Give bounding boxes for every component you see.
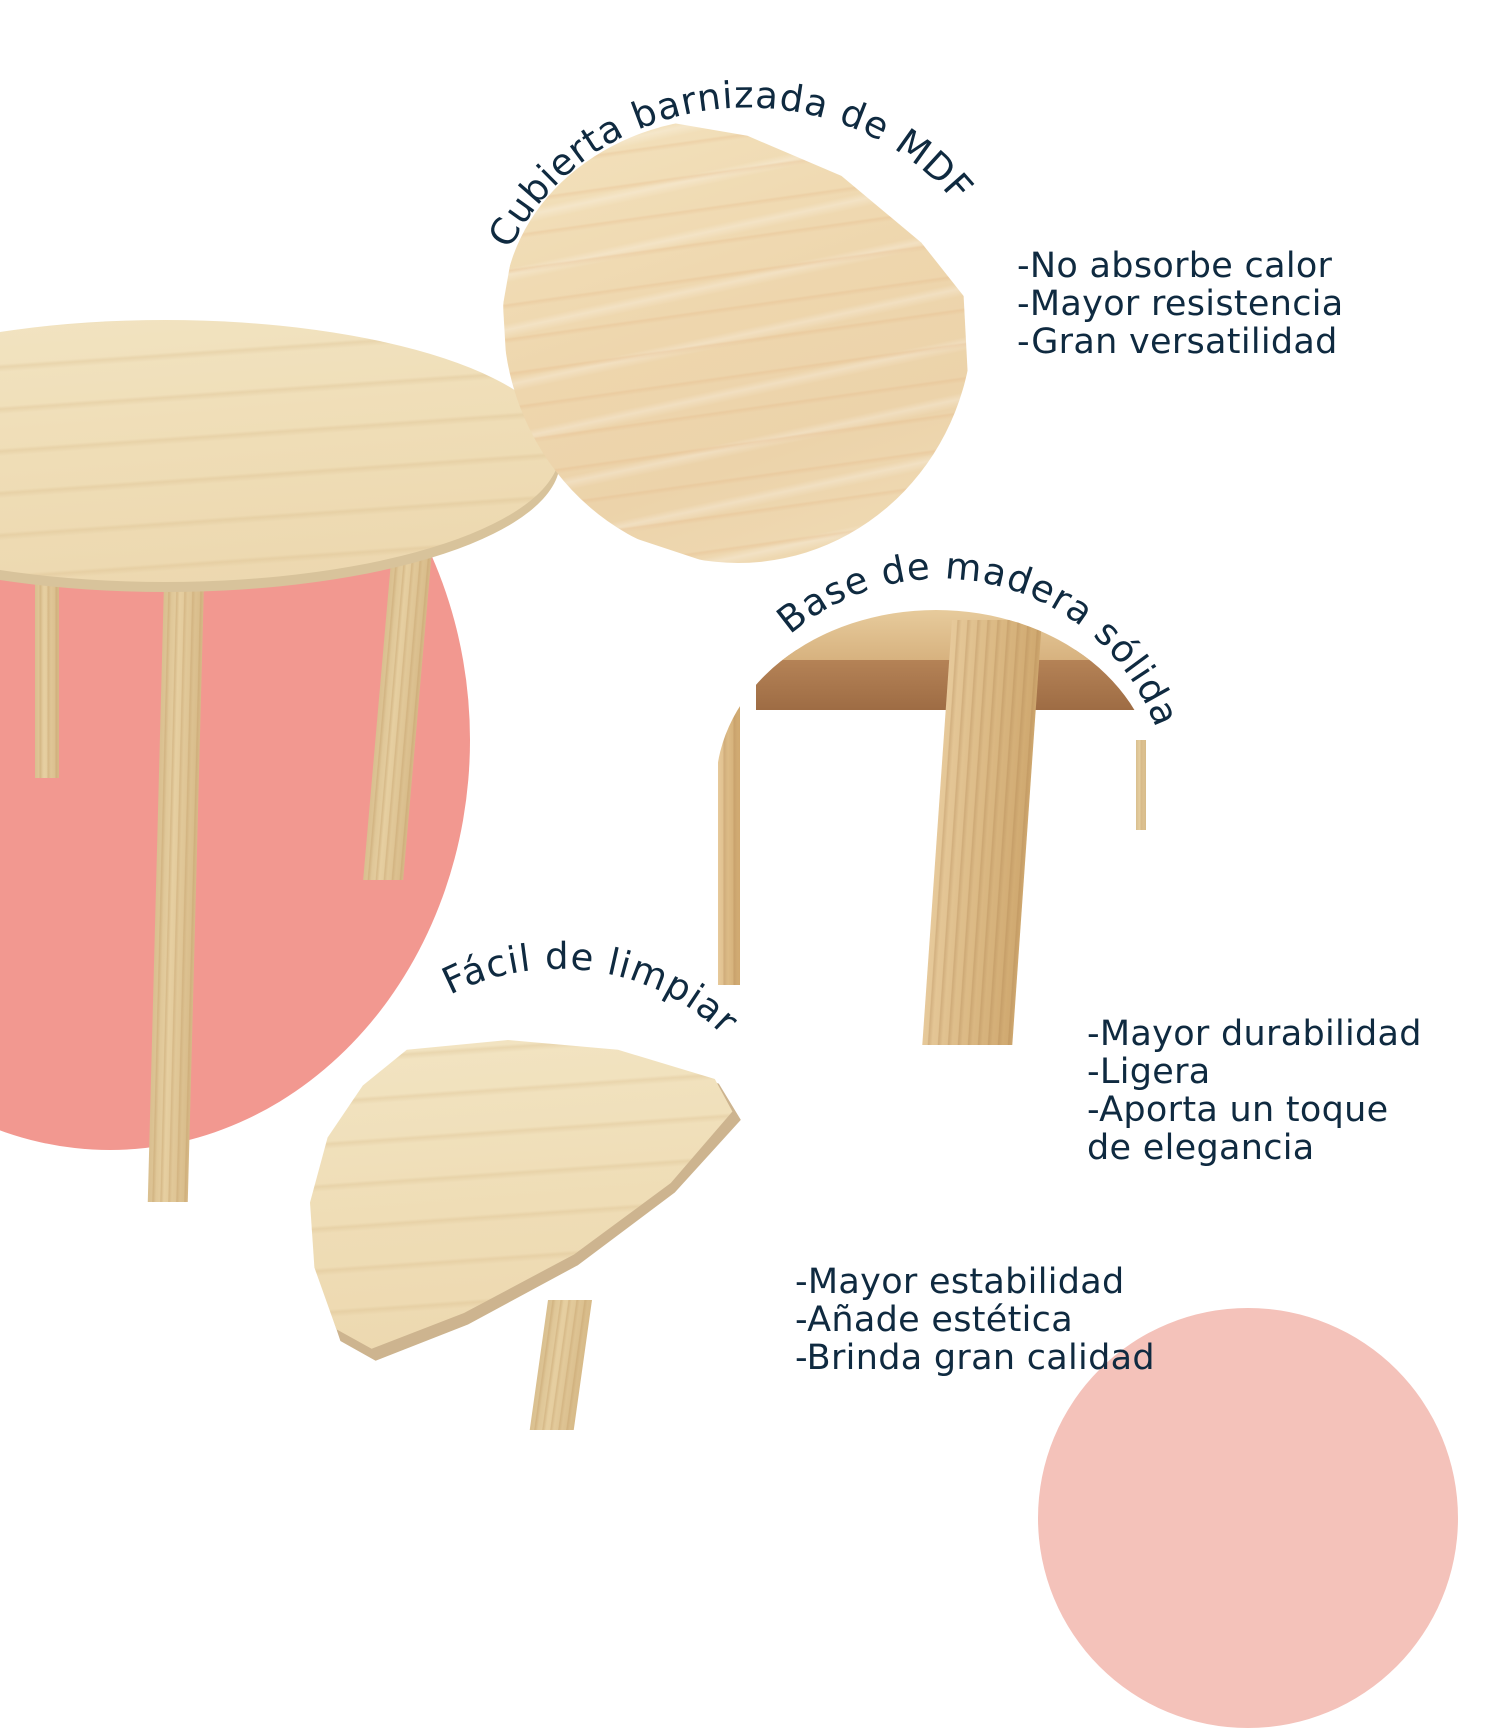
tabletop-underside: [716, 610, 1156, 660]
bullet-item: -No absorbe calor: [1017, 246, 1333, 286]
bullet-item: -Gran versatilidad: [1017, 322, 1338, 362]
bullet-item: -Mayor durabilidad: [1087, 1014, 1422, 1054]
feature-title-base-curved: Base de madera sólida: [769, 544, 1188, 732]
feature-bullets-top: -No absorbe calor -Mayor resistencia -Gr…: [1017, 247, 1344, 361]
clean-detail-image: [310, 1040, 770, 1440]
bullet-item: -Añade estética: [795, 1300, 1073, 1340]
table-leg-front: [147, 582, 204, 1202]
leg-right-edge: [1136, 740, 1146, 830]
table-leg-right: [363, 550, 432, 880]
base-detail-image: [716, 610, 1156, 1050]
tabletop-surface: [0, 320, 560, 582]
leg-thin-left: [718, 705, 740, 985]
feature-title-top: Cubierta barnizada de MDF: [480, 73, 981, 254]
bullet-item: de elegancia: [1087, 1128, 1315, 1168]
bullet-item: -Aporta un toque: [1087, 1090, 1389, 1130]
table-leg-back-left: [35, 578, 59, 778]
feature-title-base: Base de madera sólida: [769, 544, 1187, 732]
bullet-item: -Mayor resistencia: [1017, 284, 1344, 324]
svg-text:Cubierta barnizada de MDF: Cubierta barnizada de MDF: [480, 73, 982, 254]
feature-title-top-curved: Cubierta barnizada de MDF: [480, 73, 982, 254]
svg-text:Base de madera sólida: Base de madera sólida: [769, 544, 1188, 732]
bullet-item: -Mayor estabilidad: [795, 1262, 1125, 1302]
svg-text:Fácil de limpiar: Fácil de limpiar: [435, 935, 747, 1043]
bullet-item: -Brinda gran calidad: [795, 1338, 1155, 1378]
feature-bullets-clean: -Mayor estabilidad -Añade estética -Brin…: [795, 1263, 1155, 1377]
clean-detail-leg: [529, 1300, 592, 1430]
feature-title-clean: Fácil de limpiar: [435, 935, 746, 1043]
feature-bullets-base: -Mayor durabilidad -Ligera -Aporta un to…: [1087, 1015, 1422, 1167]
bullet-item: -Ligera: [1087, 1052, 1211, 1092]
main-table-image: [0, 0, 560, 1220]
feature-title-clean-curved: Fácil de limpiar: [435, 935, 747, 1043]
